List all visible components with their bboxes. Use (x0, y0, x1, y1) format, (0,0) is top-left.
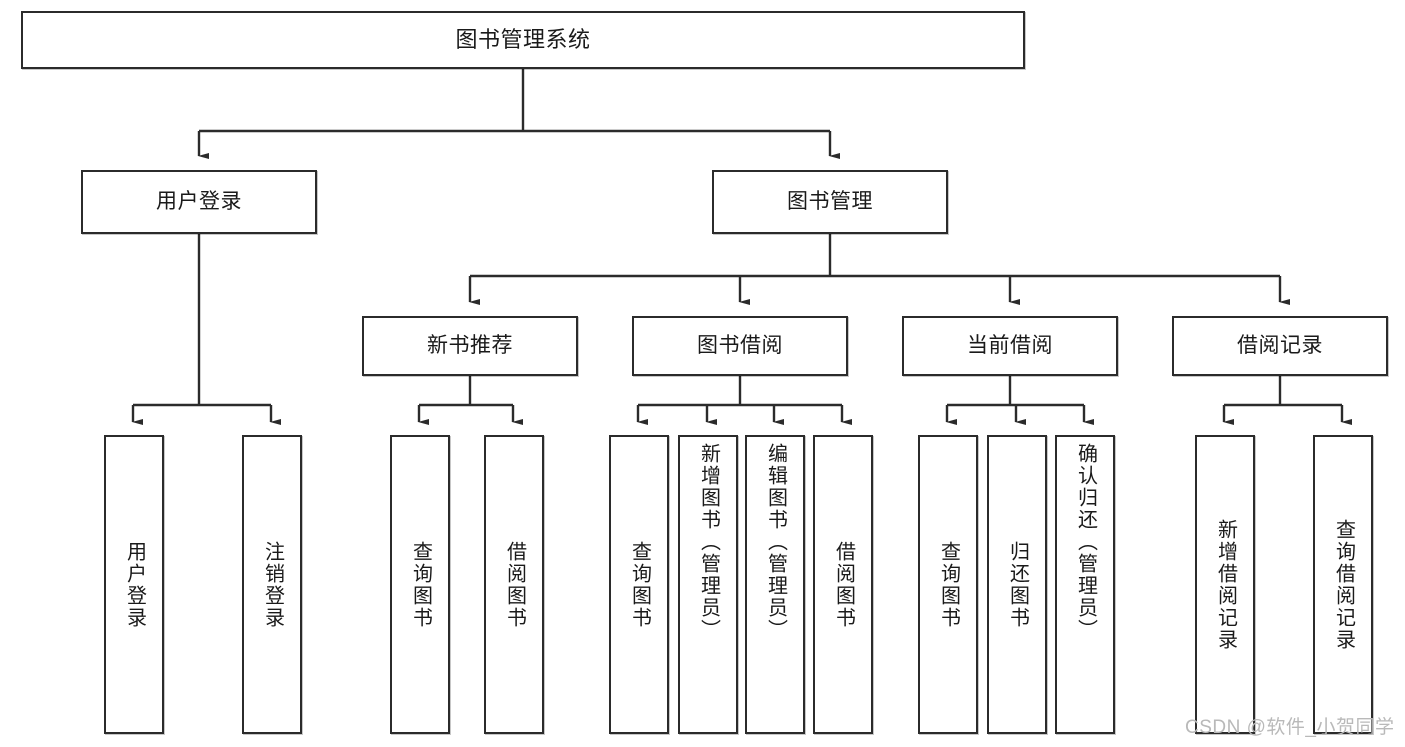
node-leaf-query-record[interactable]: 查询借阅记录 (1313, 435, 1373, 734)
node-leaf-logout[interactable]: 注销登录 (242, 435, 302, 734)
node-label: 借阅图书 (503, 540, 526, 629)
node-leaf-add-record[interactable]: 新增借阅记录 (1195, 435, 1255, 734)
node-leaf-query-book-3[interactable]: 查询图书 (918, 435, 978, 734)
node-label: 确认归还（管理员） (1074, 443, 1097, 641)
node-new-book-recommend[interactable]: 新书推荐 (362, 316, 578, 376)
node-label: 图书借阅 (697, 333, 783, 357)
node-leaf-add-book[interactable]: 新增图书（管理员） (678, 435, 738, 734)
node-label: 注销登录 (261, 540, 284, 629)
node-leaf-borrow-book-1[interactable]: 借阅图书 (484, 435, 544, 734)
node-label: 新书推荐 (427, 333, 513, 357)
node-label: 新增借阅记录 (1214, 518, 1237, 651)
node-label: 当前借阅 (967, 333, 1053, 357)
node-label: 归还图书 (1006, 540, 1029, 629)
node-leaf-query-book-1[interactable]: 查询图书 (390, 435, 450, 734)
node-leaf-user-login[interactable]: 用户登录 (104, 435, 164, 734)
node-leaf-return-book[interactable]: 归还图书 (987, 435, 1047, 734)
node-label: 用户登录 (123, 540, 146, 629)
node-label: 查询图书 (937, 540, 960, 629)
node-label: 查询图书 (409, 540, 432, 629)
node-book-management-system[interactable]: 图书管理系统 (21, 11, 1025, 69)
node-label: 借阅记录 (1237, 333, 1323, 357)
node-label: 编辑图书（管理员） (764, 443, 787, 641)
node-label: 图书管理系统 (455, 27, 591, 53)
node-leaf-borrow-book-2[interactable]: 借阅图书 (813, 435, 873, 734)
node-current-borrow[interactable]: 当前借阅 (902, 316, 1118, 376)
node-book-manage[interactable]: 图书管理 (712, 170, 948, 234)
node-label: 图书管理 (787, 189, 873, 213)
node-label: 用户登录 (156, 189, 242, 213)
node-leaf-edit-book[interactable]: 编辑图书（管理员） (745, 435, 805, 734)
node-label: 新增图书（管理员） (697, 443, 720, 641)
node-user-login[interactable]: 用户登录 (81, 170, 317, 234)
node-label: 借阅图书 (832, 540, 855, 629)
node-leaf-query-book-2[interactable]: 查询图书 (609, 435, 669, 734)
node-label: 查询图书 (628, 540, 651, 629)
node-book-borrow[interactable]: 图书借阅 (632, 316, 848, 376)
node-borrow-record[interactable]: 借阅记录 (1172, 316, 1388, 376)
node-label: 查询借阅记录 (1332, 518, 1355, 651)
node-leaf-confirm-return[interactable]: 确认归还（管理员） (1055, 435, 1115, 734)
